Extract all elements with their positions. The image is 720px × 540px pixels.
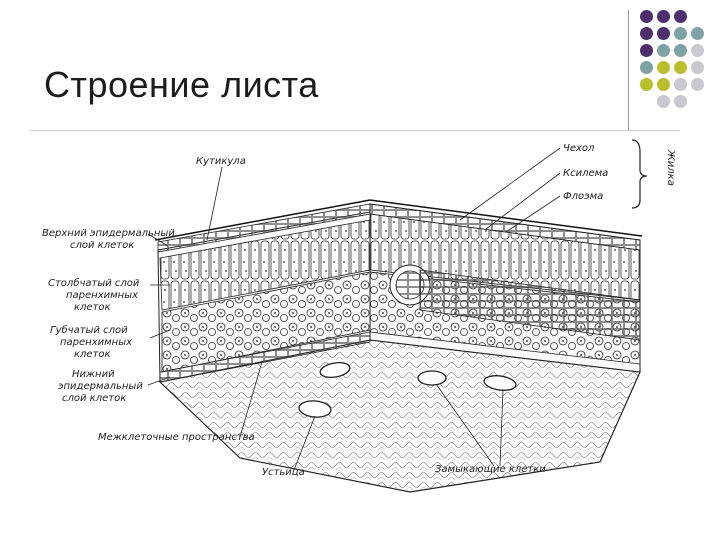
decor-vertical-line (628, 10, 629, 130)
cuticle-line (154, 199, 643, 241)
decor-dot (674, 10, 687, 23)
leader-lines (147, 147, 561, 471)
decor-dot (691, 78, 704, 91)
decor-dot (657, 78, 670, 91)
label-upper-epidermis-2: слой клеток (70, 240, 134, 251)
decor-dot (657, 95, 670, 108)
label-cuticle: Кутикула (196, 156, 246, 167)
vein-brace (631, 139, 648, 209)
decor-dot (674, 61, 687, 74)
decor-dot (640, 61, 653, 74)
label-lower-epidermis-3: слой клеток (62, 393, 126, 404)
decor-horizontal-line (30, 130, 680, 131)
decor-dot (674, 44, 687, 57)
decor-dot (674, 78, 687, 91)
decor-dot (640, 44, 653, 57)
label-lower-epidermis: Нижний (72, 369, 115, 380)
label-sheath: Чехол (563, 143, 595, 154)
decor-dot (640, 27, 653, 40)
decor-dot (691, 44, 704, 57)
label-palisade-3: клеток (74, 302, 111, 313)
decor-dot (657, 61, 670, 74)
decor-dot (691, 61, 704, 74)
label-intercellular: Межклеточные пространства (98, 432, 255, 443)
label-spongy: Губчатый слой (50, 324, 128, 336)
stoma (319, 361, 351, 379)
stoma (417, 370, 447, 386)
label-lower-epidermis-2: эпидермальный (58, 381, 143, 392)
stomata-group (298, 361, 517, 418)
decor-dot (640, 10, 653, 23)
label-palisade-2: паренхимных (66, 290, 138, 301)
label-upper-epidermis: Верхний эпидермальный (42, 228, 175, 239)
label-phloem: Флоэма (563, 191, 603, 202)
label-spongy-2: паренхимных (60, 337, 132, 348)
decor-dot (657, 44, 670, 57)
label-vein: Жилка (665, 149, 676, 186)
front-section (157, 203, 371, 383)
decor-dot (674, 27, 687, 40)
decor-dot (640, 78, 653, 91)
stoma (483, 375, 517, 391)
label-spongy-3: клеток (74, 349, 111, 360)
xylem-phloem-strands (419, 269, 641, 341)
decor-dot (657, 27, 670, 40)
label-guard-cells: Замыкающие клетки (435, 464, 546, 475)
decor-dot (674, 95, 687, 108)
slide-title: Строение листа (44, 64, 319, 105)
label-xylem: Ксилема (563, 168, 608, 179)
decor-dot (657, 10, 670, 23)
label-palisade: Столбчатый слой (48, 277, 140, 289)
lower-epidermis-layer (159, 331, 371, 383)
vein-bundle (389, 264, 641, 341)
decor-dot (691, 27, 704, 40)
label-stomata: Устьица (262, 467, 305, 478)
